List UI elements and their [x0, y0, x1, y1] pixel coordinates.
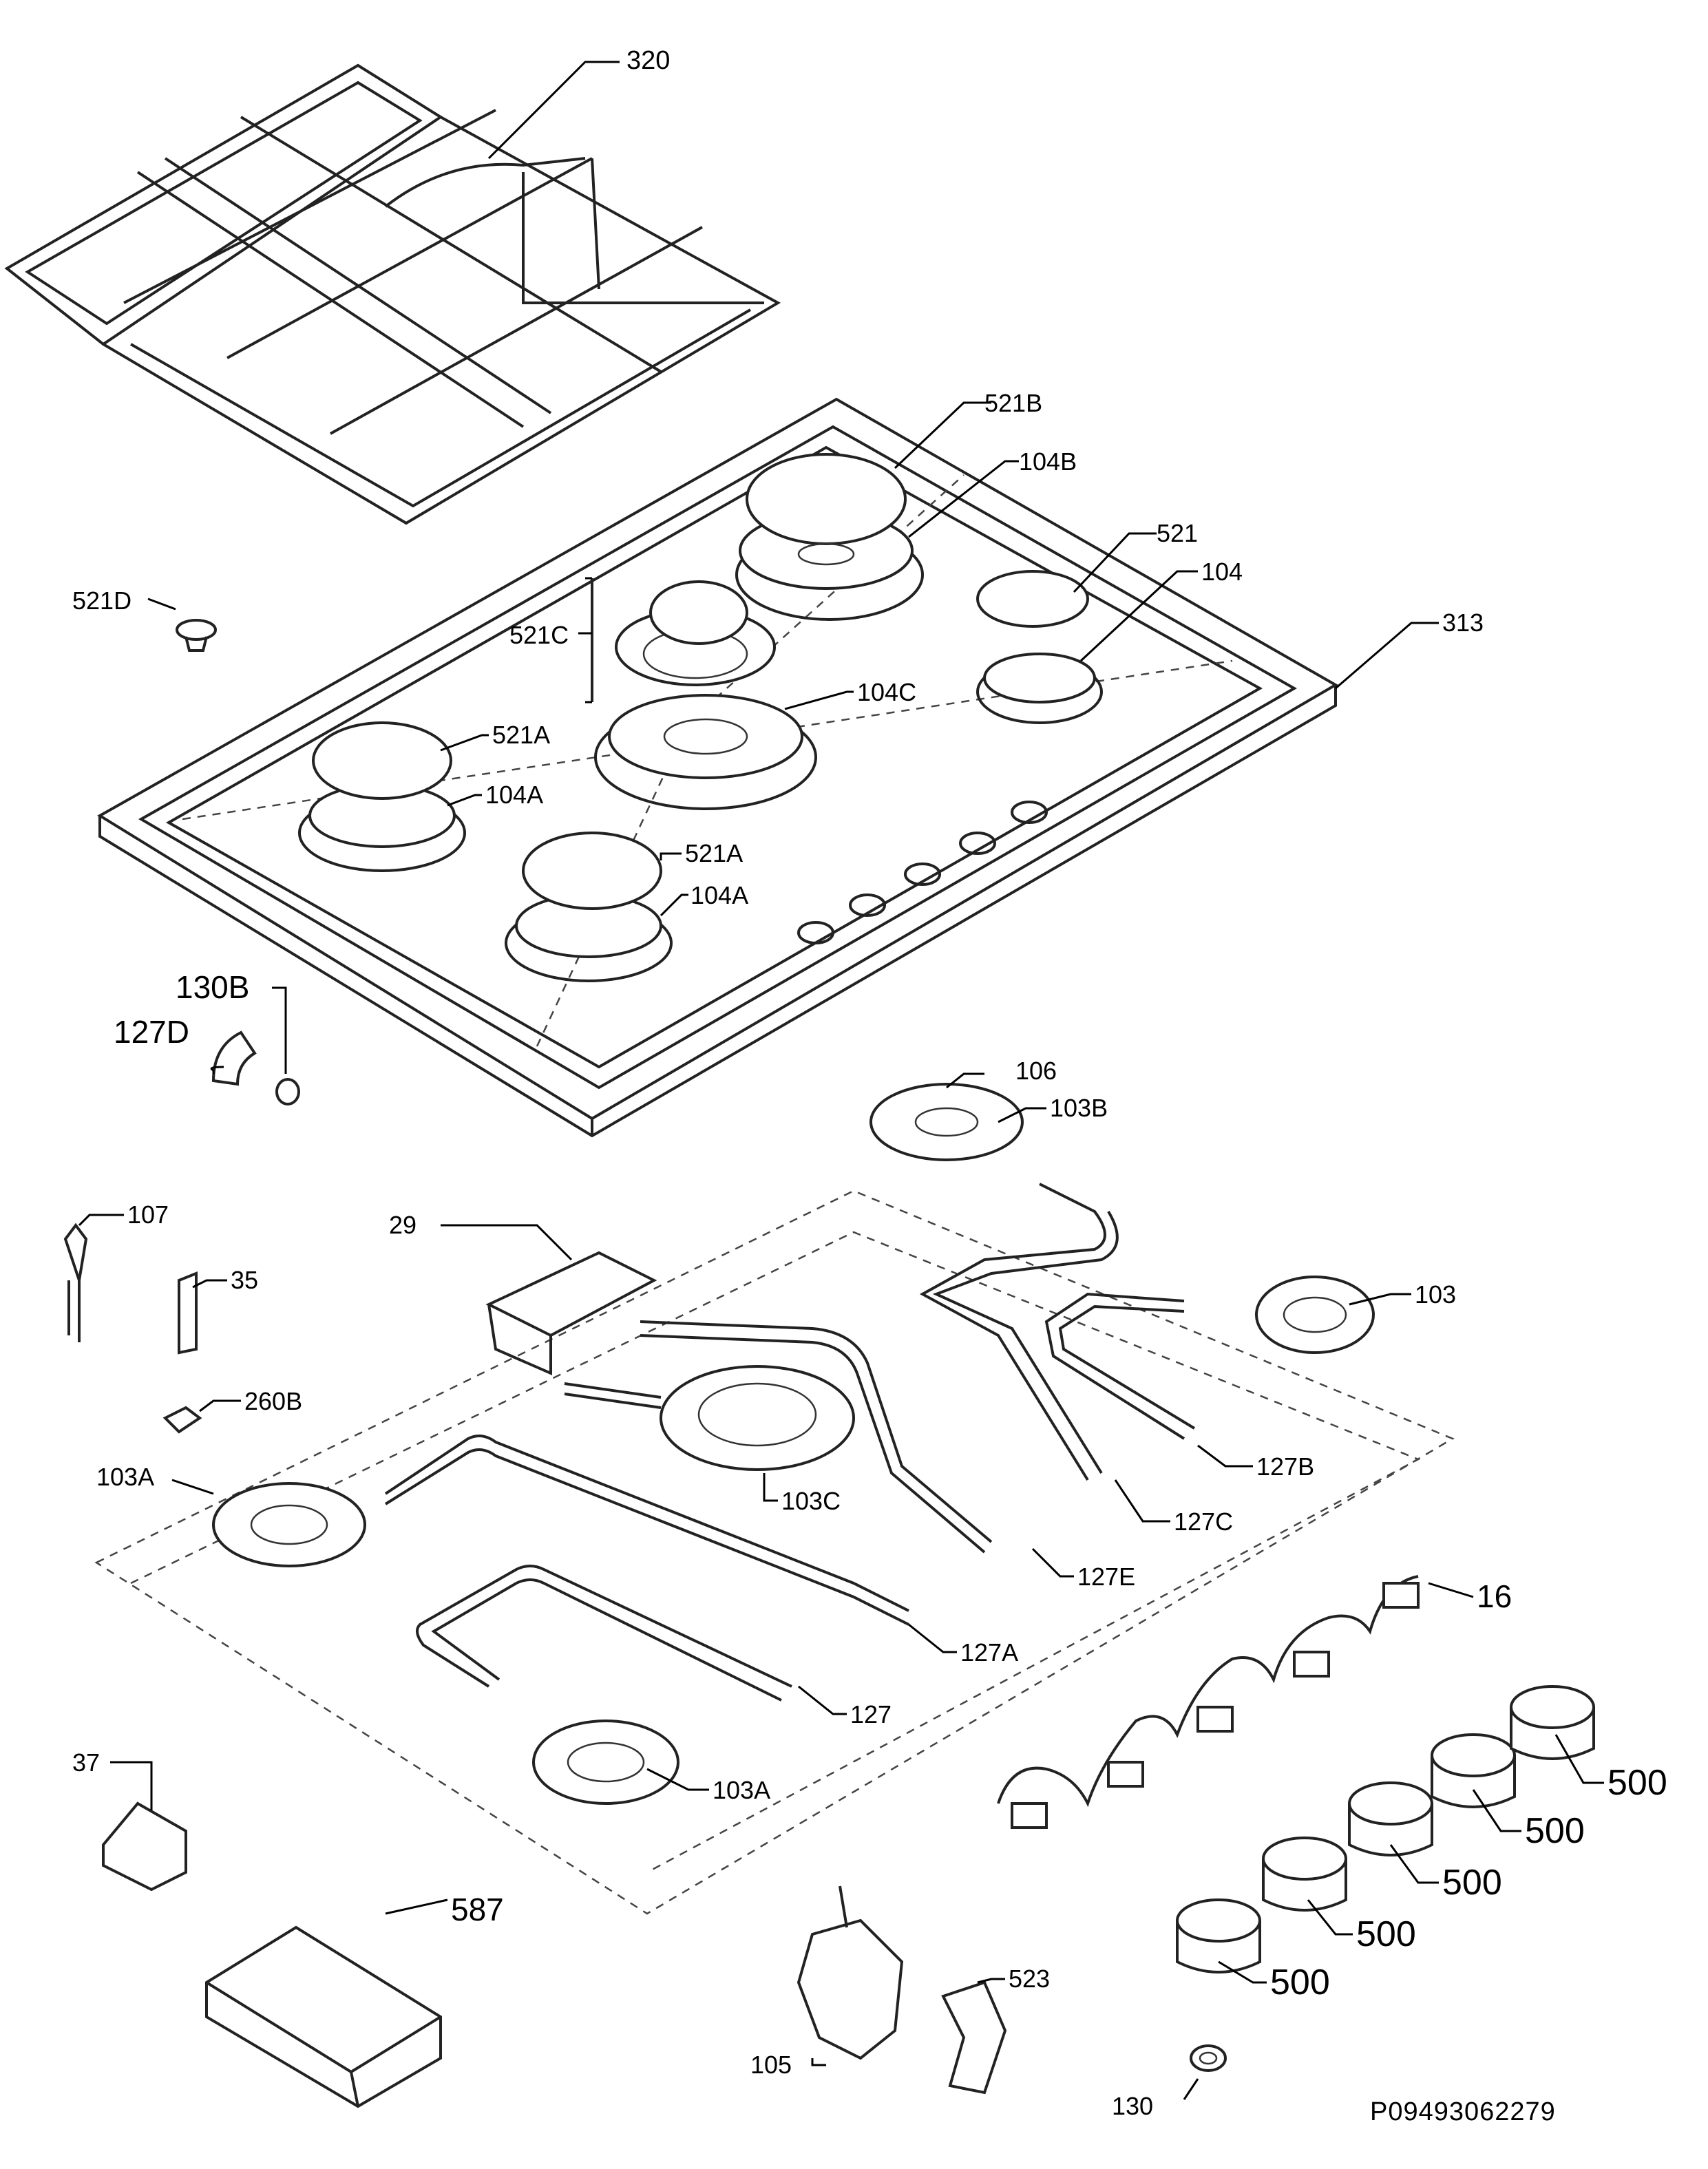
label-521b: 521B — [984, 389, 1042, 417]
base-tray-outline — [94, 1189, 1455, 1915]
electrode-35 — [178, 1271, 198, 1355]
label-107: 107 — [127, 1200, 169, 1229]
pan-support-grid — [4, 63, 781, 525]
label-35: 35 — [231, 1266, 258, 1294]
label-130b: 130B — [176, 969, 249, 1005]
label-104c: 104C — [857, 678, 916, 706]
label-103a-2: 103A — [713, 1776, 770, 1804]
ignition-generator-29 — [485, 1251, 657, 1376]
control-module-587 — [205, 1925, 442, 2108]
label-521a-2: 521A — [685, 839, 743, 867]
label-16: 16 — [1477, 1578, 1512, 1614]
label-104a-2: 104A — [690, 881, 748, 909]
label-521c: 521C — [509, 621, 569, 649]
label-500-2: 500 — [1525, 1811, 1585, 1851]
label-103c: 103C — [781, 1487, 841, 1515]
label-127d: 127D — [114, 1014, 189, 1050]
burner-large-back — [735, 453, 924, 621]
part-labels: 320 521B 104B 521 104 313 521D 521C 104C… — [72, 46, 1667, 2126]
label-127: 127 — [850, 1700, 892, 1728]
burner-bases — [212, 1083, 1375, 1805]
elbow-127d-washer-130b — [211, 1030, 300, 1105]
label-106: 106 — [1015, 1057, 1057, 1085]
label-320: 320 — [626, 46, 670, 75]
microswitch-harness-16 — [997, 1575, 1420, 1829]
label-313: 313 — [1442, 609, 1484, 637]
label-127c: 127C — [1174, 1507, 1233, 1536]
control-knobs-500 — [1176, 1685, 1595, 1974]
label-103a-1: 103A — [96, 1463, 154, 1491]
label-260b: 260B — [244, 1387, 302, 1415]
label-130: 130 — [1112, 2092, 1153, 2120]
washer-130 — [1190, 2044, 1227, 2072]
reference-code: P09493062279 — [1370, 2097, 1556, 2126]
connector-37 — [102, 1801, 187, 1892]
leader-lines — [78, 61, 1604, 2100]
clip-260b — [162, 1406, 202, 1434]
label-500-5: 500 — [1270, 1962, 1330, 2002]
burner-medium-front — [505, 832, 673, 982]
label-103b: 103B — [1050, 1094, 1108, 1122]
label-127a: 127A — [960, 1638, 1018, 1667]
label-104b: 104B — [1019, 447, 1077, 476]
cap-pin-521d — [176, 619, 217, 652]
label-103: 103 — [1415, 1280, 1456, 1309]
label-104: 104 — [1201, 558, 1243, 586]
label-500-1: 500 — [1607, 1763, 1667, 1803]
burner-small-right — [976, 570, 1103, 724]
label-521a-1: 521A — [492, 721, 550, 749]
gas-valve-105 — [797, 1885, 904, 2060]
label-587: 587 — [451, 1892, 504, 1927]
label-127e: 127E — [1077, 1563, 1135, 1591]
label-500-3: 500 — [1442, 1863, 1502, 1903]
thermocouple-107 — [63, 1223, 88, 1342]
burner-center-wok — [591, 578, 817, 810]
label-37: 37 — [72, 1748, 100, 1777]
label-500-4: 500 — [1356, 1914, 1416, 1954]
label-29: 29 — [389, 1211, 417, 1239]
label-104a-1: 104A — [485, 781, 543, 809]
label-521: 521 — [1157, 519, 1198, 547]
label-521d: 521D — [72, 586, 131, 615]
label-127b: 127B — [1256, 1452, 1314, 1481]
clip-523 — [941, 1980, 1007, 2095]
label-105: 105 — [750, 2051, 792, 2079]
gas-tubing — [384, 1183, 1196, 1702]
burner-medium-left — [298, 721, 466, 872]
label-523: 523 — [1009, 1965, 1050, 1993]
